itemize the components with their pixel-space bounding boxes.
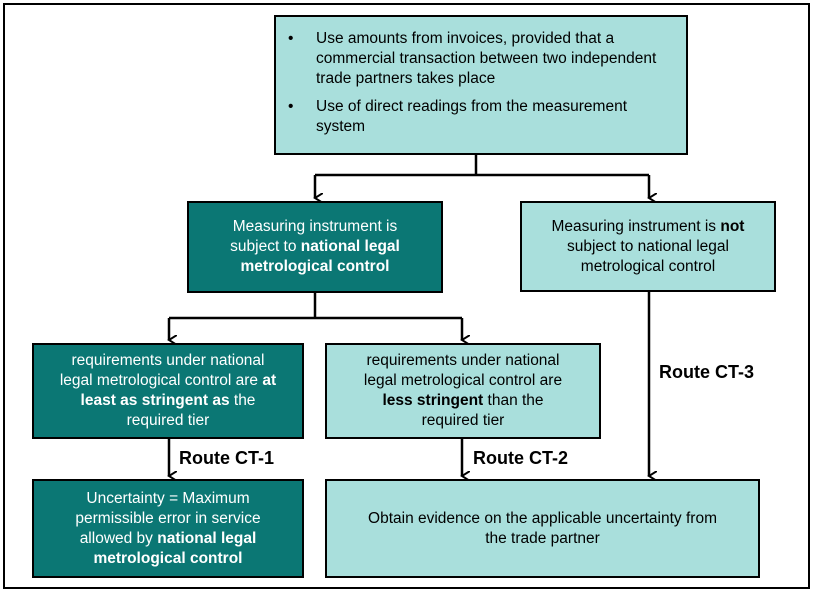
route-ct3-label: Route CT-3	[659, 362, 755, 382]
obtain-evidence-box: Obtain evidence on the applicable uncert…	[325, 479, 760, 578]
subject-to-control-box: Measuring instrument is subject to natio…	[187, 201, 443, 293]
diagram-frame	[3, 3, 810, 589]
at-least-as-stringent-box: requirements under national legal metrol…	[32, 343, 304, 439]
route-ct2-label: Route CT-2	[473, 448, 569, 468]
data-source-box: • Use amounts from invoices, provided th…	[274, 15, 688, 155]
route-ct1-label: Route CT-1	[179, 448, 275, 468]
not-subject-to-control-box: Measuring instrument is not subject to n…	[520, 201, 776, 292]
data-source-item-direct-readings: • Use of direct readings from the measur…	[288, 98, 627, 135]
data-source-list: • Use amounts from invoices, provided th…	[288, 29, 674, 137]
uncertainty-mpe-box: Uncertainty = Maximum permissible error …	[32, 479, 304, 578]
less-stringent-box: requirements under national legal metrol…	[325, 343, 601, 439]
bullet-icon: •	[288, 30, 294, 47]
data-source-item-invoices: • Use amounts from invoices, provided th…	[288, 30, 657, 87]
bullet-icon: •	[288, 98, 294, 115]
